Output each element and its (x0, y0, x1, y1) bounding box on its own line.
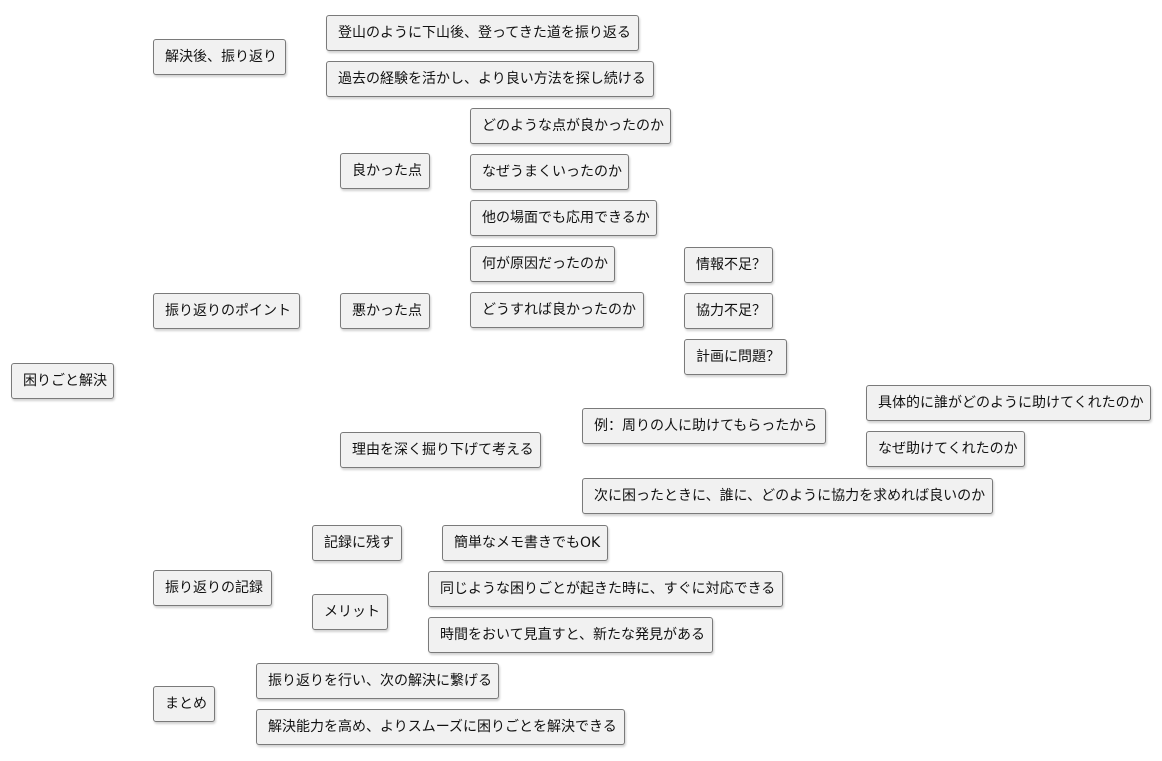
node-lack-of-cooperation: 協力不足？ (684, 293, 773, 329)
node-next-time-ask: 次に困ったときに、誰に、どのように協力を求めれば良いのか (582, 478, 993, 514)
node-reflection-after: 解決後、振り返り (153, 39, 286, 75)
node-lack-of-info: 情報不足？ (684, 247, 773, 283)
node-dig-deeper: 理由を深く掘り下げて考える (340, 432, 541, 468)
node-why-helped: なぜ助けてくれたのか (866, 431, 1025, 467)
node-bad-points: 悪かった点 (340, 293, 430, 329)
node-keep-record: 記録に残す (312, 525, 402, 561)
node-example-helped: 例：周りの人に助けてもらったから (582, 408, 826, 444)
node-connect-next: 振り返りを行い、次の解決に繋げる (256, 663, 499, 699)
node-simple-memo: 簡単なメモ書きでもOK (442, 525, 608, 561)
node-reflection-record: 振り返りの記録 (153, 570, 272, 606)
node-what-was-cause: 何が原因だったのか (470, 246, 615, 282)
node-who-helped-how: 具体的に誰がどのように助けてくれたのか (866, 385, 1151, 421)
node-use-experience: 過去の経験を活かし、より良い方法を探し続ける (326, 61, 654, 97)
node-merit: メリット (312, 594, 388, 630)
node-root: 困りごと解決 (11, 363, 114, 399)
node-improve-ability: 解決能力を高め、よりスムーズに困りごとを解決できる (256, 709, 625, 745)
node-what-was-good: どのような点が良かったのか (470, 108, 671, 144)
node-how-to-improve: どうすれば良かったのか (470, 292, 644, 328)
node-new-discovery: 時間をおいて見直すと、新たな発見がある (428, 617, 713, 653)
node-apply-elsewhere: 他の場面でも応用できるか (470, 200, 657, 236)
node-plan-problem: 計画に問題？ (684, 339, 787, 375)
node-why-it-worked: なぜうまくいったのか (470, 154, 629, 190)
node-mountain-analogy: 登山のように下山後、登ってきた道を振り返る (326, 15, 639, 51)
node-reflection-points: 振り返りのポイント (153, 293, 300, 329)
node-good-points: 良かった点 (340, 153, 430, 189)
node-summary: まとめ (153, 686, 215, 722)
node-respond-quickly: 同じような困りごとが起きた時に、すぐに対応できる (428, 571, 783, 607)
